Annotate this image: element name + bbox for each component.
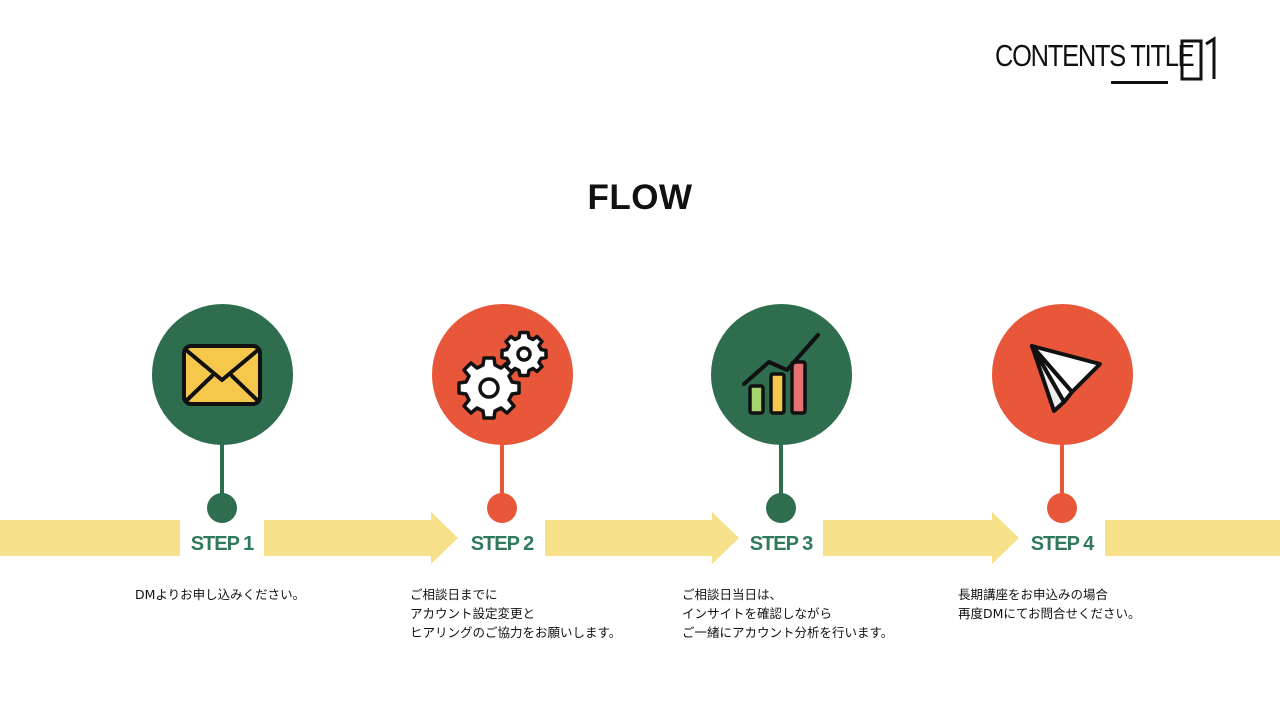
timeline-band-segment <box>0 520 180 556</box>
step-3-label: STEP 3 <box>749 533 814 555</box>
step-2-description: ご相談日までに アカウント設定変更と ヒアリングのご協力をお願いします。 <box>410 585 621 642</box>
step-2-label: STEP 2 <box>470 533 535 555</box>
step-2-dot <box>487 493 517 523</box>
timeline-band-segment <box>823 520 993 556</box>
description-line: ご相談日当日は、 <box>682 587 783 602</box>
description-line: ご一緒にアカウント分析を行います。 <box>682 625 894 640</box>
step-1-dot <box>207 493 237 523</box>
growth-chart-icon <box>742 333 820 415</box>
step-4-dot <box>1047 493 1077 523</box>
timeline-arrow-head <box>431 512 458 564</box>
timeline-band-segment <box>1105 520 1280 556</box>
timeline-band-segment <box>545 520 713 556</box>
step-3-description: ご相談日当日は、 インサイトを確認しながら ご一緒にアカウント分析を行います。 <box>682 585 893 642</box>
description-line: ヒアリングのご協力をお願いします。 <box>410 625 622 640</box>
step-3-circle <box>711 304 852 445</box>
envelope-icon <box>182 344 262 406</box>
contents-title: CONTENTS TITLE <box>995 38 1195 73</box>
step-4-circle <box>992 304 1133 445</box>
step-3-dot <box>766 493 796 523</box>
step-2-circle <box>432 304 573 445</box>
description-line: 再度DMにてお問合せください。 <box>958 606 1141 621</box>
paper-plane-icon <box>1030 344 1102 413</box>
description-line: 長期講座をお申込みの場合 <box>958 587 1109 602</box>
step-4-connector <box>1060 444 1064 496</box>
description-line: インサイトを確認しながら <box>682 606 833 621</box>
step-4-label: STEP 4 <box>1030 533 1095 555</box>
gears-icon <box>457 330 548 420</box>
step-2-connector <box>500 444 504 496</box>
step-1-connector <box>220 444 224 496</box>
timeline-arrow-head <box>712 512 739 564</box>
step-1-circle <box>152 304 293 445</box>
step-1-description: DMよりお申し込みください。 <box>135 585 305 604</box>
small-gear <box>500 330 548 378</box>
step-4-description: 長期講座をお申込みの場合 再度DMにてお問合せください。 <box>958 585 1141 623</box>
description-line: DMよりお申し込みください。 <box>135 587 306 602</box>
section-number: 01 <box>1178 28 1224 84</box>
timeline-band-segment <box>264 520 432 556</box>
description-line: ご相談日までに <box>410 587 498 602</box>
section-number-graphic <box>1180 36 1216 81</box>
step-3-connector <box>779 444 783 496</box>
description-line: アカウント設定変更と <box>410 606 536 621</box>
timeline-arrow-head <box>992 512 1019 564</box>
step-1-label: STEP 1 <box>190 533 255 555</box>
page-title: FLOW <box>587 178 693 217</box>
contents-title-underline <box>1111 81 1168 84</box>
